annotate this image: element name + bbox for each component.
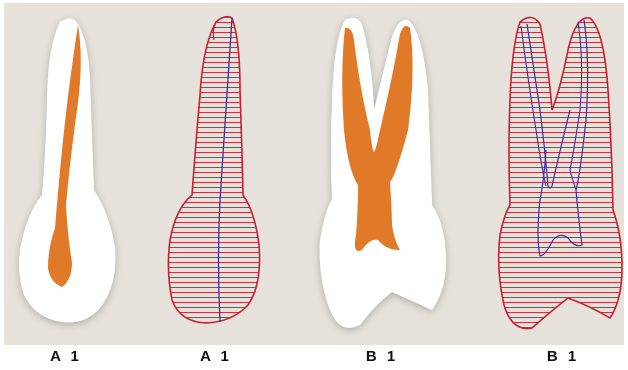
label-b1-hatched: B 1 — [547, 348, 579, 365]
label-b1-solid: B 1 — [366, 348, 398, 365]
label-a1-solid: A 1 — [50, 348, 82, 365]
label-a1-hatched: A 1 — [200, 348, 232, 365]
tooth-a1-outline — [168, 17, 259, 323]
tooth-b1-solid — [320, 18, 446, 328]
tooth-a1-solid — [19, 18, 115, 322]
tooth-a1-hatched — [168, 17, 259, 323]
tooth-b1-outline — [499, 17, 622, 328]
tooth-b1-hatched — [499, 17, 622, 328]
